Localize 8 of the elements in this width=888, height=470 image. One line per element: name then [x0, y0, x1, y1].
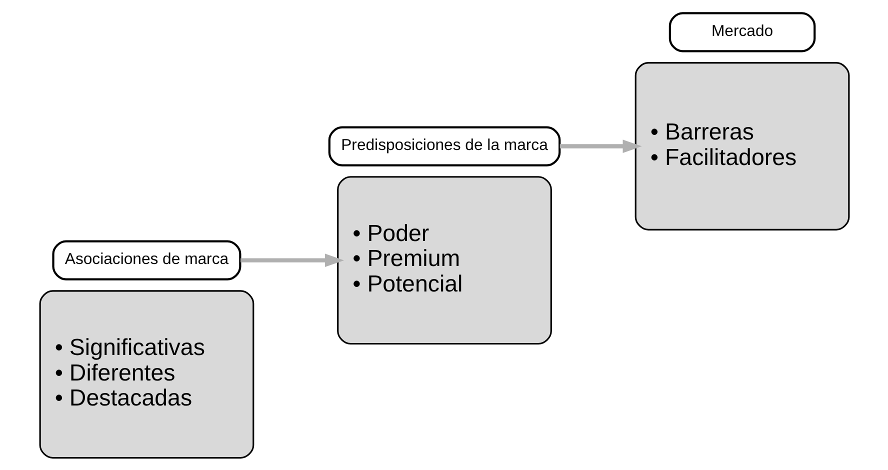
node-box: Mercado	[668, 12, 816, 52]
arrow	[240, 253, 344, 266]
node-box: • Barreras • Facilitadores	[634, 62, 850, 230]
arrow	[559, 139, 642, 152]
node-box: Asociaciones de marca	[52, 240, 241, 280]
node-box: • Poder • Premium • Potencial	[336, 176, 552, 344]
node-box: • Significativas • Diferentes • Destacadas	[38, 290, 254, 458]
node-box: Predisposiciones de la marca	[328, 126, 560, 166]
